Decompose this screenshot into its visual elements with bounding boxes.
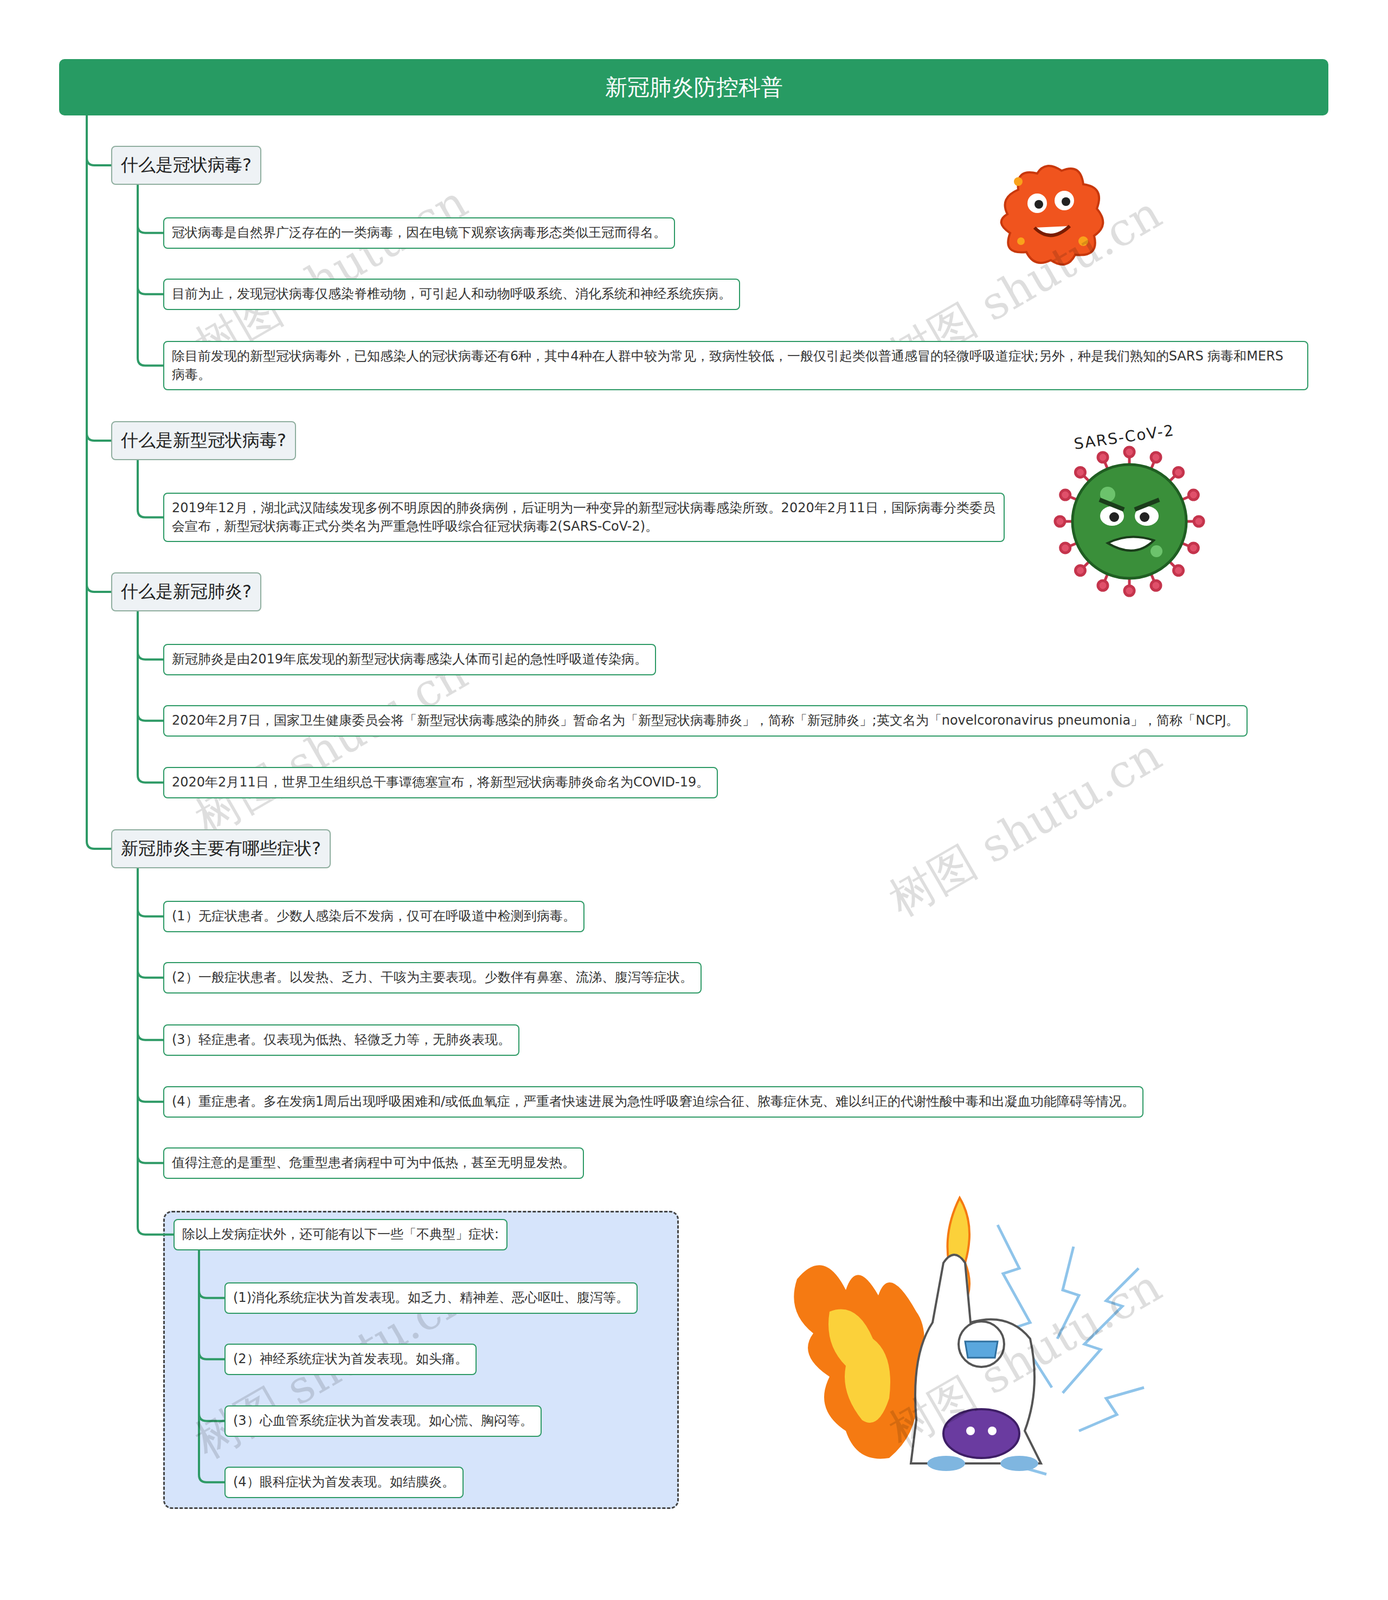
watermark: 树图 shutu.cn <box>877 724 1173 931</box>
node-text: (2）一般症状患者。以发热、乏力、干咳为主要表现。少数伴有鼻塞、流涕、腹泻等症状… <box>171 969 693 986</box>
hero-figure <box>793 1198 1145 1475</box>
leaf-box: (4）重症患者。多在发病1周后出现呼吸困难和/或低血氧症，严重者快速进展为急性呼… <box>163 1086 1144 1118</box>
branch-connector <box>137 868 164 1103</box>
node-text: 冠状病毒是自然界广泛存在的一类病毒，因在电镜下观察该病毒形态类似王冠而得名。 <box>171 225 667 241</box>
node-text: 什么是新型冠状病毒? <box>120 429 287 451</box>
node-text: (4）眼科症状为首发表现。如结膜炎。 <box>233 1474 455 1490</box>
topic-box: 什么是新型冠状病毒? <box>111 421 297 461</box>
leaf-box: (4）眼科症状为首发表现。如结膜炎。 <box>224 1467 464 1499</box>
branch-connector <box>137 868 164 1041</box>
watermark: 树图 shutu.cn <box>877 1256 1173 1463</box>
branch-connector <box>137 184 164 366</box>
branch-connector <box>137 868 164 1164</box>
leaf-box: 新冠肺炎是由2019年底发现的新型冠状病毒感染人体而引起的急性呼吸道传染病。 <box>163 644 657 676</box>
root-bar: 新冠肺炎防控科普 <box>59 59 1329 116</box>
branch-connector <box>198 1250 225 1422</box>
branch-connector <box>86 115 112 850</box>
leaf-box: 值得注意的是重型、危重型患者病程中可为中低热，甚至无明显发热。 <box>163 1147 584 1180</box>
leaf-box: (1)消化系统症状为首发表现。如乏力、精神差、恶心呕吐、腹泻等。 <box>224 1282 638 1315</box>
topic-box: 什么是新冠肺炎? <box>111 572 262 612</box>
node-text: 新冠肺炎防控科普 <box>605 72 783 103</box>
node-text: (3）轻症患者。仅表现为低热、轻微乏力等，无肺炎表现。 <box>171 1032 511 1048</box>
branch-connector <box>137 184 164 295</box>
branch-connector <box>137 460 164 518</box>
leaf-box: 2020年2月7日，国家卫生健康委员会将「新型冠状病毒感染的肺炎」暂命名为「新型… <box>163 705 1248 737</box>
leaf-box: 冠状病毒是自然界广泛存在的一类病毒，因在电镜下观察该病毒形态类似王冠而得名。 <box>163 217 676 249</box>
node-text: 新冠肺炎是由2019年底发现的新型冠状病毒感染人体而引起的急性呼吸道传染病。 <box>171 651 648 667</box>
leaf-box: (2）一般症状患者。以发热、乏力、干咳为主要表现。少数伴有鼻塞、流涕、腹泻等症状… <box>163 962 702 994</box>
branch-connector <box>137 611 164 660</box>
branch-connector <box>86 115 112 441</box>
node-text: (1)消化系统症状为首发表现。如乏力、精神差、恶心呕吐、腹泻等。 <box>233 1290 629 1306</box>
node-text: 2020年2月11日，世界卫生组织总干事谭德塞宣布，将新型冠状病毒肺炎命名为CO… <box>171 774 710 790</box>
node-text: 2019年12月，湖北武汉陆续发现多例不明原因的肺炎病例，后证明为一种变异的新型… <box>171 500 996 535</box>
orange-virus <box>1001 165 1104 265</box>
node-text: (3）心血管系统症状为首发表现。如心慌、胸闷等。 <box>233 1413 533 1429</box>
branch-connector <box>198 1250 225 1483</box>
node-text: (4）重症患者。多在发病1周后出现呼吸困难和/或低血氧症，严重者快速进展为急性呼… <box>171 1094 1135 1110</box>
branch-connector <box>137 868 164 917</box>
branch-connector <box>137 868 164 979</box>
leaf-box: 2019年12月，湖北武汉陆续发现多例不明原因的肺炎病例，后证明为一种变异的新型… <box>163 492 1005 543</box>
branch-connector <box>86 115 112 593</box>
topic-box: 新冠肺炎主要有哪些症状? <box>111 829 331 869</box>
leaf-box: 除目前发现的新型冠状病毒外，已知感染人的冠状病毒还有6种，其中4种在人群中较为常… <box>163 341 1309 391</box>
leaf-box: 2020年2月11日，世界卫生组织总干事谭德塞宣布，将新型冠状病毒肺炎命名为CO… <box>163 767 718 799</box>
branch-connector <box>137 184 164 234</box>
leaf-box: (3）心血管系统症状为首发表现。如心慌、胸闷等。 <box>224 1405 542 1438</box>
branch-connector <box>137 611 164 783</box>
leaf-box: 除以上发病症状外，还可能有以下一些「不典型」症状: <box>173 1219 508 1251</box>
branch-connector <box>198 1250 225 1299</box>
node-text: 什么是冠状病毒? <box>120 154 252 176</box>
leaf-box: (1）无症状患者。少数人感染后不发病，仅可在呼吸道中检测到病毒。 <box>163 901 585 933</box>
branch-connector <box>198 1250 225 1360</box>
branch-connector <box>86 115 112 166</box>
node-text: 新冠肺炎主要有哪些症状? <box>120 838 321 859</box>
node-text: 除目前发现的新型冠状病毒外，已知感染人的冠状病毒还有6种，其中4种在人群中较为常… <box>171 348 1284 383</box>
leaf-box: (3）轻症患者。仅表现为低热、轻微乏力等，无肺炎表现。 <box>163 1024 520 1057</box>
node-text: 值得注意的是重型、危重型患者病程中可为中低热，甚至无明显发热。 <box>171 1155 576 1171</box>
branch-connector <box>137 611 164 722</box>
green-virus <box>1055 447 1204 596</box>
leaf-box: (2）神经系统症状为首发表现。如头痛。 <box>224 1344 477 1376</box>
node-text: 目前为止，发现冠状病毒仅感染脊椎动物，可引起人和动物呼吸系统、消化系统和神经系统… <box>171 286 732 302</box>
node-text: 除以上发病症状外，还可能有以下一些「不典型」症状: <box>182 1226 499 1243</box>
node-text: 2020年2月7日，国家卫生健康委员会将「新型冠状病毒感染的肺炎」暂命名为「新型… <box>171 712 1239 729</box>
virus-label: SARS-CoV-2 <box>1072 421 1177 454</box>
node-text: (2）神经系统症状为首发表现。如头痛。 <box>233 1351 468 1367</box>
node-text: 什么是新冠肺炎? <box>120 581 252 602</box>
leaf-box: 目前为止，发现冠状病毒仅感染脊椎动物，可引起人和动物呼吸系统、消化系统和神经系统… <box>163 278 741 311</box>
node-text: (1）无症状患者。少数人感染后不发病，仅可在呼吸道中检测到病毒。 <box>171 908 576 924</box>
topic-box: 什么是冠状病毒? <box>111 145 262 185</box>
